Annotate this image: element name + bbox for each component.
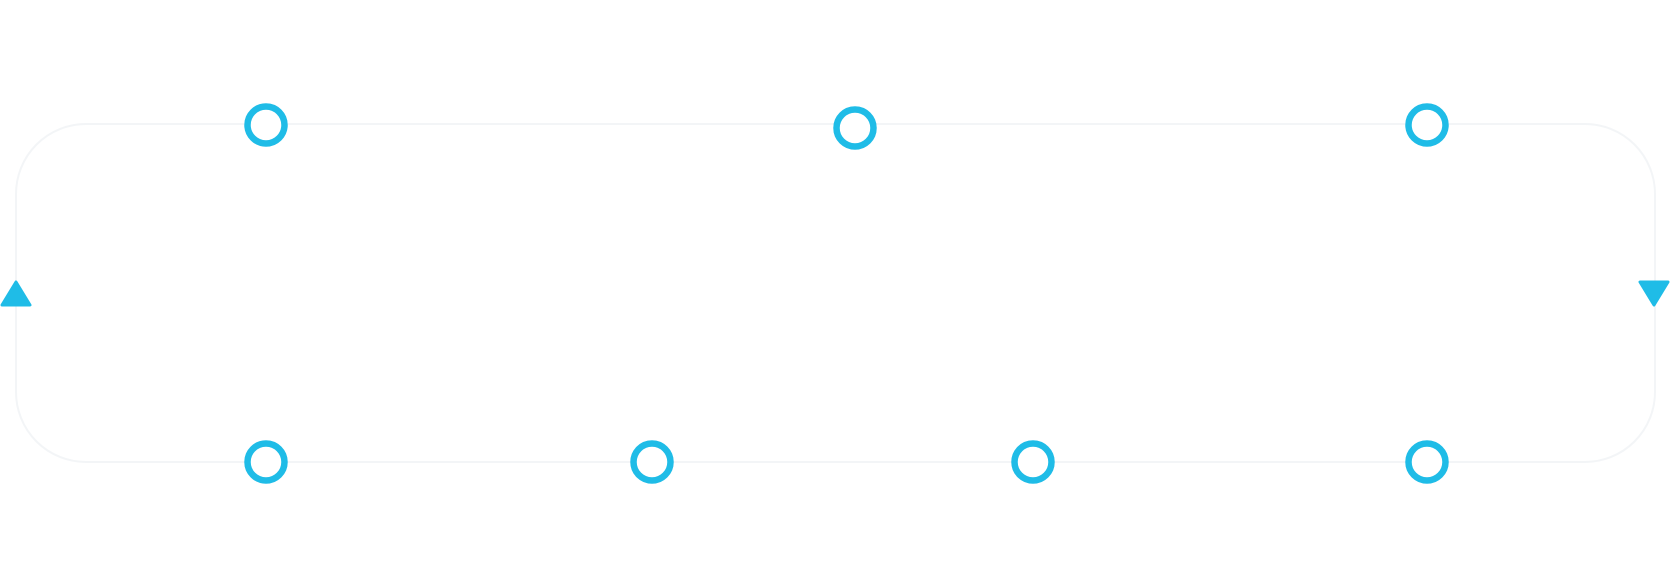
nodes-layer (244, 103, 1449, 484)
marker-left-triangle-up-icon (0, 280, 32, 307)
node-top-1-icon (244, 103, 288, 147)
node-top-3-icon (1405, 103, 1449, 147)
node-top-2-icon (833, 106, 877, 150)
node-bottom-1-icon (244, 440, 288, 484)
marker-right-triangle-down-icon (1638, 280, 1670, 307)
markers-layer (0, 280, 1670, 307)
loop-track-outline (15, 123, 1656, 463)
node-bottom-2-icon (630, 440, 674, 484)
node-bottom-3-icon (1011, 440, 1055, 484)
node-bottom-4-icon (1405, 440, 1449, 484)
